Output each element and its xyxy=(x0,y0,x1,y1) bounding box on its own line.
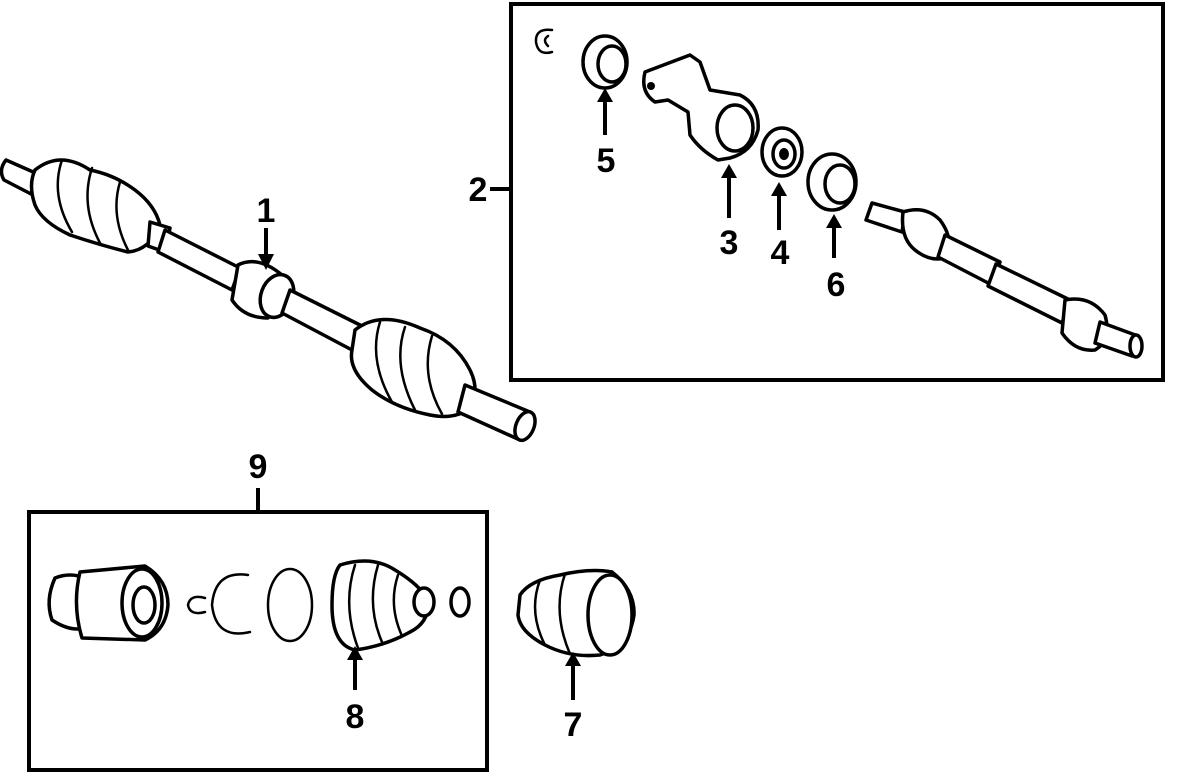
small-clip xyxy=(186,595,207,615)
callout-9-label: 9 xyxy=(249,448,268,486)
small-ring xyxy=(449,586,471,618)
callout-4: 4 xyxy=(771,182,790,272)
callout-7: 7 xyxy=(564,652,583,744)
callout-4-label: 4 xyxy=(771,234,790,272)
clip xyxy=(534,28,554,55)
axle-shaft-assembly xyxy=(0,158,537,443)
callout-3-label: 3 xyxy=(720,224,739,262)
assembly-box-9 xyxy=(27,510,489,772)
callout-7-label: 7 xyxy=(564,706,583,744)
callout-2-label: 2 xyxy=(469,171,488,209)
snap-ring xyxy=(210,573,252,635)
callout-5: 5 xyxy=(597,88,616,180)
bearing-part-4 xyxy=(760,126,804,178)
assembly-box-2 xyxy=(509,2,1165,382)
callout-2: 2 xyxy=(469,171,511,209)
callout-9: 9 xyxy=(249,448,268,512)
intermediate-shaft xyxy=(864,201,1144,359)
callout-1-label: 1 xyxy=(257,192,276,230)
callout-6-label: 6 xyxy=(827,266,846,304)
seal-part-5 xyxy=(581,34,629,90)
retaining-ring xyxy=(266,567,314,643)
seal-part-6 xyxy=(806,152,858,212)
boot-part-7 xyxy=(516,568,636,658)
callout-6: 6 xyxy=(826,214,845,304)
callout-8-label: 8 xyxy=(346,698,365,736)
callout-8: 8 xyxy=(346,646,365,736)
cv-joint-housing xyxy=(47,564,170,642)
callout-3: 3 xyxy=(720,164,739,262)
callout-1: 1 xyxy=(257,192,276,270)
callout-5-label: 5 xyxy=(597,142,616,180)
bracket-part-3 xyxy=(642,53,760,162)
boot-part-8 xyxy=(330,559,436,652)
